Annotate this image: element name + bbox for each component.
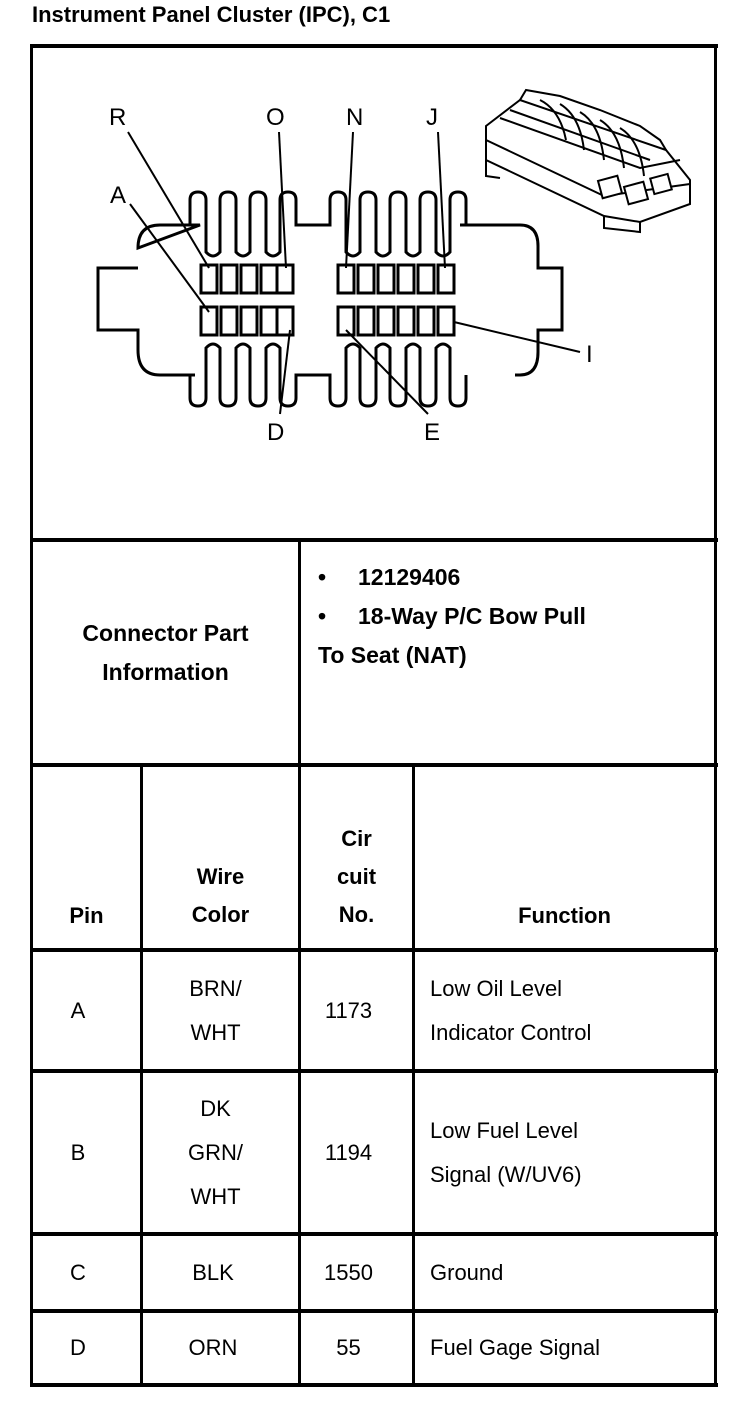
wire-color-value: ORN bbox=[188, 1335, 238, 1360]
connector-info-label-line2: Information bbox=[102, 659, 229, 685]
header-wire-color: Wire Color bbox=[143, 858, 298, 934]
header-circuit-text-1: Cir bbox=[341, 826, 372, 851]
header-function: Function bbox=[415, 896, 714, 936]
row-divider-a bbox=[30, 1069, 718, 1073]
wire-color-value: GRN/ bbox=[188, 1139, 243, 1165]
part-number: 12129406 bbox=[358, 564, 461, 590]
header-pin: Pin bbox=[33, 896, 140, 936]
pin-label-d: D bbox=[267, 419, 284, 446]
connector-info-label: Connector Part Information bbox=[33, 614, 298, 692]
bullet-2: • bbox=[318, 603, 327, 629]
table-row-b-circuit: 1194 bbox=[301, 1073, 396, 1232]
connector-top-fins bbox=[188, 190, 468, 258]
info-divider bbox=[30, 763, 718, 767]
table-row-a-wire: BRN/ WHT bbox=[143, 952, 288, 1069]
row-divider-b bbox=[30, 1232, 718, 1236]
function-value: Signal (W/UV6) bbox=[430, 1161, 582, 1187]
col-line-1 bbox=[140, 765, 143, 1385]
circuit-value: 1194 bbox=[324, 1139, 373, 1165]
circuit-value: 1173 bbox=[324, 997, 373, 1023]
table-row-b-function: Low Fuel Level Signal (W/UV6) bbox=[430, 1073, 714, 1232]
frame-bottom-border bbox=[30, 1383, 718, 1387]
frame-top-border bbox=[30, 44, 718, 48]
left-cavities bbox=[199, 263, 295, 337]
leader-lines bbox=[127, 131, 581, 415]
table-row-d-pin: D bbox=[33, 1313, 123, 1383]
table-row-b-pin: B bbox=[33, 1073, 123, 1232]
connector-description-line1: 18-Way P/C Bow Pull bbox=[358, 603, 586, 629]
pin-label-o: O bbox=[266, 104, 285, 131]
header-divider bbox=[30, 948, 718, 952]
header-function-text: Function bbox=[518, 903, 611, 928]
table-row-d-circuit: 55 bbox=[301, 1313, 396, 1383]
table-row-c-wire: BLK bbox=[143, 1236, 283, 1309]
pin-value: D bbox=[70, 1335, 86, 1360]
table-row-d-function: Fuel Gage Signal bbox=[430, 1313, 714, 1383]
circuit-value: 55 bbox=[336, 1335, 361, 1360]
col-line-2 bbox=[298, 765, 301, 1385]
table-row-a-pin: A bbox=[33, 952, 123, 1069]
connector-description-line2: To Seat (NAT) bbox=[318, 642, 467, 668]
table-row-a-circuit: 1173 bbox=[301, 952, 396, 1069]
right-cavities bbox=[336, 263, 456, 337]
wire-color-value: WHT bbox=[190, 1183, 241, 1209]
wire-color-value: DK bbox=[200, 1095, 231, 1121]
function-value: Indicator Control bbox=[430, 1019, 592, 1045]
function-value: Ground bbox=[430, 1259, 504, 1285]
page-title: Instrument Panel Cluster (IPC), C1 bbox=[32, 2, 391, 27]
table-row-c-circuit: 1550 bbox=[301, 1236, 396, 1309]
header-circuit-text-3: No. bbox=[338, 902, 375, 927]
diagram-divider bbox=[30, 538, 718, 542]
wire-color-value: WHT bbox=[190, 1019, 241, 1045]
circuit-value: 1550 bbox=[324, 1259, 373, 1285]
connector-housing-outline bbox=[96, 223, 564, 377]
table-row-c-pin: C bbox=[33, 1236, 123, 1309]
table-row-b-wire: DK GRN/ WHT bbox=[143, 1073, 288, 1232]
row-divider-c bbox=[30, 1309, 718, 1313]
connector-info-label-line1: Connector Part bbox=[82, 620, 249, 646]
table-row-a-function: Low Oil Level Indicator Control bbox=[430, 952, 714, 1069]
header-circuit-no: Cir cuit No. bbox=[301, 820, 412, 934]
pin-value: B bbox=[70, 1139, 86, 1165]
connector-bottom-fins bbox=[188, 342, 468, 408]
connector-info-values: • 12129406 • 18-Way P/C Bow Pull To Seat… bbox=[318, 558, 586, 675]
pin-label-j: J bbox=[426, 104, 438, 131]
function-value: Fuel Gage Signal bbox=[430, 1335, 600, 1360]
header-wire-text-1: Wire bbox=[196, 864, 245, 889]
pin-label-a: A bbox=[110, 182, 126, 209]
col-line-3 bbox=[412, 765, 415, 1385]
header-circuit-text-2: cuit bbox=[336, 864, 377, 889]
frame-right-border bbox=[714, 44, 717, 1387]
pin-label-e: E bbox=[424, 419, 440, 446]
pin-value: A bbox=[70, 997, 86, 1023]
wire-color-value: BLK bbox=[192, 1259, 234, 1285]
table-row-c-function: Ground bbox=[430, 1236, 714, 1309]
table-row-d-wire: ORN bbox=[143, 1313, 283, 1383]
function-value: Low Fuel Level bbox=[430, 1117, 578, 1143]
wire-color-value: BRN/ bbox=[189, 975, 242, 1001]
pin-label-r: R bbox=[109, 104, 126, 131]
connector-isometric-image bbox=[485, 88, 691, 234]
connector-diagram: R O N J A I D E bbox=[96, 88, 691, 446]
header-pin-text: Pin bbox=[69, 903, 104, 928]
function-value: Low Oil Level bbox=[430, 975, 563, 1001]
info-column-line bbox=[298, 540, 301, 765]
header-wire-text-2: Color bbox=[191, 902, 250, 927]
frame-left-border bbox=[30, 44, 33, 1387]
bullet-1: • bbox=[318, 564, 327, 590]
pin-label-i: I bbox=[586, 341, 593, 368]
pin-label-n: N bbox=[346, 104, 363, 131]
pin-value: C bbox=[70, 1259, 86, 1285]
